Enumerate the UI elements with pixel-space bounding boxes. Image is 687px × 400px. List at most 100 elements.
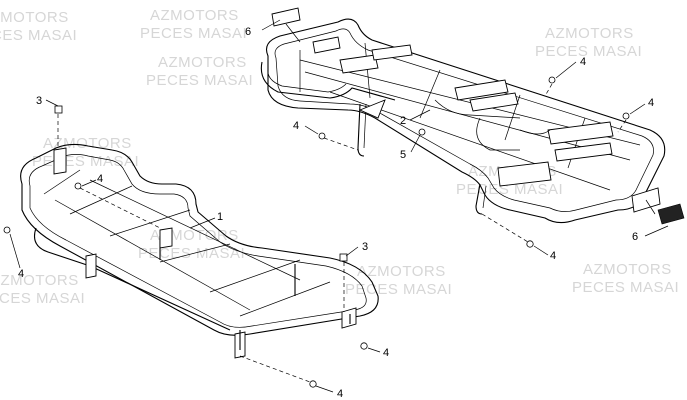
front-rack-bracket: [341, 307, 357, 329]
rear-rack-leg: [475, 183, 483, 215]
rear-rack-mount-plate: [554, 142, 613, 162]
leader-line: [315, 385, 334, 393]
front-rack-bracket: [159, 227, 173, 249]
watermark-line: PECES MASAI: [146, 72, 253, 89]
callout-number: 2: [400, 115, 406, 127]
watermark-line: PECES MASAI: [456, 181, 563, 198]
rear-rack-mount-plate: [497, 161, 552, 187]
leader-line: [304, 125, 319, 135]
front-rack-crossbar: [209, 259, 301, 293]
leader-line: [533, 245, 549, 256]
rear-bracket-part: [657, 203, 685, 225]
leader-line: [410, 134, 421, 153]
callout-number: 5: [400, 149, 406, 161]
nut-icon: [3, 226, 11, 234]
watermark-line: PECES MASAI: [140, 25, 247, 42]
alignment-line: [617, 119, 627, 133]
rear-rack-mount-plate: [371, 44, 413, 61]
callout-number: 4: [550, 250, 556, 262]
watermark-line: PECES MASAI: [345, 281, 452, 298]
rear-rack-longitudinal-bar: [304, 71, 631, 161]
leader-line: [81, 179, 97, 187]
leader-line: [409, 109, 431, 121]
rear-rack-leg: [482, 185, 487, 209]
front-rack-lower-rail: [33, 227, 231, 331]
rear-rack-side-tube-inner: [267, 67, 347, 93]
nut-icon: [318, 132, 326, 140]
callout-number: 4: [337, 388, 343, 400]
watermark-line: PECES MASAI: [0, 290, 85, 307]
callout-number: 4: [383, 347, 389, 359]
leader-line: [629, 103, 646, 115]
watermark-line: AZMOTORS: [158, 54, 247, 71]
watermark-line: AZMOTORS: [545, 25, 634, 42]
callout-number: 6: [245, 26, 251, 38]
rear-rack-bracket-tab: [271, 7, 301, 27]
leader-line: [189, 217, 216, 229]
front-rack-longitudinal-bar: [54, 199, 251, 311]
front-rack-longitudinal-bar: [89, 179, 301, 281]
rear-rack-side-bracket-stem: [645, 199, 656, 215]
leader-line: [9, 233, 21, 269]
rear-rack-mount-plate: [547, 121, 614, 145]
washer-icon: [418, 128, 426, 136]
callout-number: 6: [632, 231, 638, 243]
leader-line: [345, 246, 359, 257]
alignment-line: [79, 187, 161, 229]
nut-icon: [526, 240, 534, 248]
callout-number: 3: [36, 95, 42, 107]
callout-number: 1: [217, 211, 223, 223]
front-rack-crossbar: [69, 185, 133, 215]
front-rack-crossbar: [159, 243, 231, 263]
rear-rack-strut: [434, 99, 521, 119]
nut-icon: [309, 380, 317, 388]
callout-number: 3: [362, 241, 368, 253]
callout-number: 4: [97, 173, 103, 185]
front-rack-crossbar: [239, 281, 331, 317]
front-rack-bracket: [85, 253, 97, 279]
nut-icon: [360, 342, 368, 350]
rear-rack-crossbar: [364, 42, 371, 99]
alignment-line: [544, 83, 553, 97]
alignment-line: [239, 355, 311, 383]
rear-rack-outer-rail: [265, 18, 666, 224]
nut-icon: [622, 112, 630, 120]
watermark-line: PECES MASAI: [535, 43, 642, 60]
front-rack-bracket: [53, 147, 67, 175]
callout-number: 4: [18, 268, 24, 280]
rear-rack-leg: [357, 103, 365, 157]
bolt-3a: [54, 105, 63, 114]
leader-line: [45, 99, 59, 107]
callout-number: 4: [580, 56, 586, 68]
nut-icon: [548, 76, 556, 84]
rear-rack-side-tube: [260, 61, 396, 101]
watermark-line: AZMOTORS: [0, 9, 69, 26]
rear-rack-bracket-stem: [285, 23, 301, 43]
watermark-line: PECES MASAI: [572, 279, 679, 296]
callout-number: 4: [648, 97, 654, 109]
leader-line: [644, 225, 669, 237]
rear-rack-mount-plate: [454, 79, 509, 101]
watermark-line: PECES MASAI: [138, 245, 245, 262]
rear-rack-mount-plate: [469, 92, 519, 112]
alignment-line: [323, 137, 359, 151]
rear-rack-strut: [476, 117, 520, 151]
watermark-line: AZMOTORS: [357, 263, 446, 280]
callout-number: 4: [293, 120, 299, 132]
rear-rack-leg-gusset: [358, 99, 386, 119]
bolt-head-icon: [339, 253, 348, 262]
rear-rack-mount-plate: [312, 36, 341, 54]
front-rack-crossbar: [43, 169, 81, 195]
nut-icon: [74, 182, 82, 190]
leader-line: [367, 347, 381, 353]
watermark-line: AZMOTORS: [150, 7, 239, 24]
watermark-line: AZMOTORS: [0, 272, 79, 289]
bolt-head-icon: [54, 105, 63, 114]
watermark-line: PECES MASAI: [0, 27, 77, 44]
fasteners: [3, 76, 630, 388]
rear-rack-crossbar: [419, 69, 441, 119]
leader-line: [261, 19, 281, 31]
leader-lines: [9, 19, 669, 393]
bolt-3b: [339, 253, 348, 262]
